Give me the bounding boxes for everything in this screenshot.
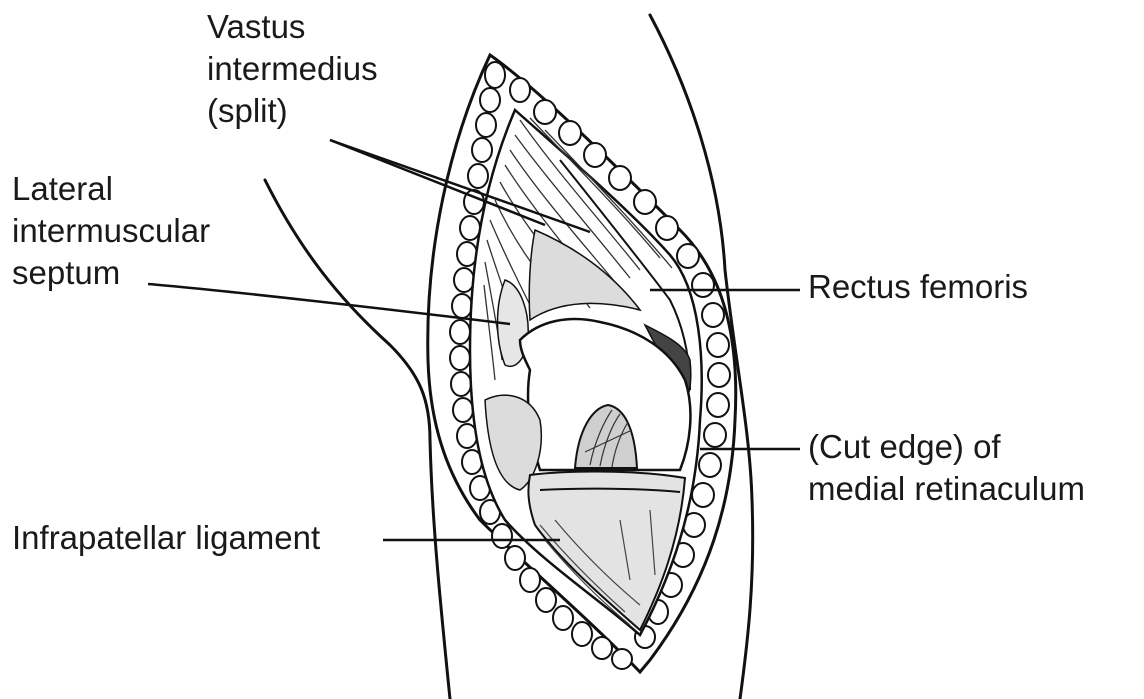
label-line: Vastus: [207, 6, 378, 48]
label-infrapatellar-ligament: Infrapatellar ligament: [12, 517, 320, 559]
label-line: (Cut edge) of: [808, 426, 1085, 468]
label-line: Infrapatellar ligament: [12, 517, 320, 559]
label-lateral-intermuscular-septum: Lateral intermuscular septum: [12, 168, 210, 294]
leg-outline-left: [265, 180, 450, 699]
label-line: (split): [207, 90, 378, 132]
label-cut-edge-medial-retinaculum: (Cut edge) of medial retinaculum: [808, 426, 1085, 510]
label-vastus-intermedius: Vastus intermedius (split): [207, 6, 378, 132]
label-line: Lateral: [12, 168, 210, 210]
label-line: intermedius: [207, 48, 378, 90]
label-line: intermuscular: [12, 210, 210, 252]
label-line: septum: [12, 252, 210, 294]
label-line: medial retinaculum: [808, 468, 1085, 510]
label-rectus-femoris: Rectus femoris: [808, 266, 1028, 308]
label-line: Rectus femoris: [808, 266, 1028, 308]
